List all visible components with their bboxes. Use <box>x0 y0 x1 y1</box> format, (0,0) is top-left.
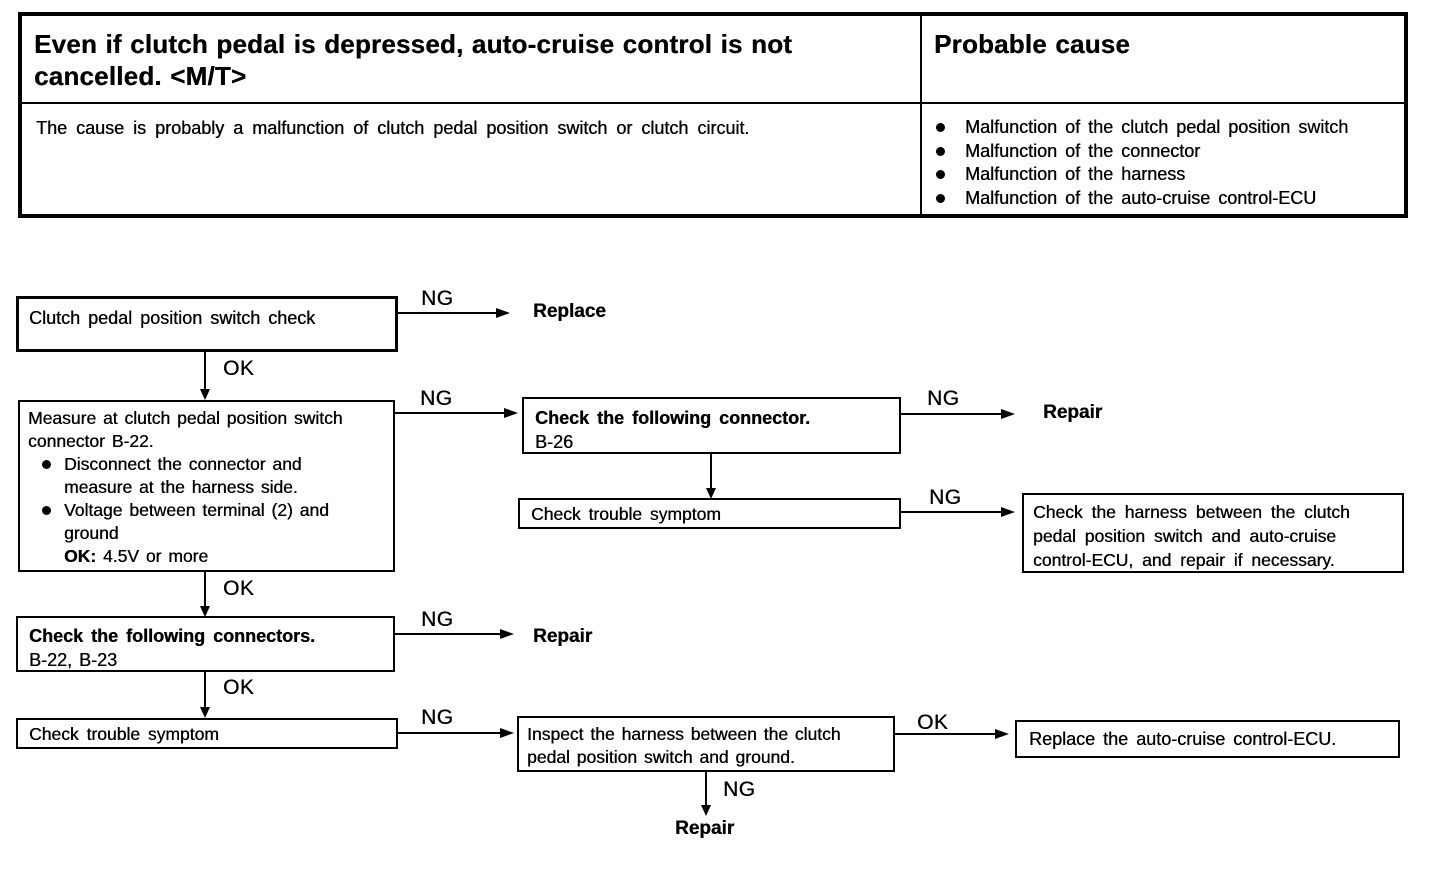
flow-box-inspect-harness-ground: Inspect the harness between the clutch p… <box>517 716 895 772</box>
arrow-step3-ng-line <box>901 413 1001 415</box>
flow-box-text: Inspect the harness between the clutch p… <box>527 724 841 767</box>
flow-bullet-item: Disconnect the connector and measure at … <box>42 453 385 499</box>
ok-label: OK <box>223 676 255 699</box>
arrow-step6-ng-head <box>500 728 514 738</box>
flow-box-measure-connector: Measure at clutch pedal position switch … <box>18 400 395 572</box>
flow-box-check-connector-b26: Check the following connector. B-26 <box>522 397 901 454</box>
flow-box-title: Check the following connectors. <box>29 626 316 646</box>
result-repair: Repair <box>675 818 735 839</box>
arrow-step7-ng-head <box>701 805 711 816</box>
probable-cause-list: Malfunction of the clutch pedal position… <box>920 102 1404 214</box>
cause-item: Malfunction of the connector <box>936 140 1396 164</box>
ng-label: NG <box>723 778 756 801</box>
arrow-step3-down-line <box>710 454 712 488</box>
arrow-step5-ng-line <box>395 633 500 635</box>
flow-box-check-harness-ecu: Check the harness between the clutch ped… <box>1022 493 1404 573</box>
symptom-description: The cause is probably a malfunction of c… <box>22 102 920 214</box>
ng-label: NG <box>421 608 454 631</box>
ok-spec-label: OK: <box>64 546 97 566</box>
flow-box-text: Replace the auto-cruise control-ECU. <box>1029 729 1337 749</box>
arrow-step4-ng-line <box>901 511 1001 513</box>
arrow-step7-ng-line <box>705 772 707 805</box>
flow-bullet-text: Voltage between terminal (2) and ground <box>64 500 329 543</box>
ok-label: OK <box>917 711 949 734</box>
ng-label: NG <box>420 387 453 410</box>
arrow-step3-ng-head <box>1001 409 1015 419</box>
ng-label: NG <box>929 486 962 509</box>
flow-box-replace-ecu: Replace the auto-cruise control-ECU. <box>1015 720 1400 758</box>
result-replace: Replace <box>533 301 606 322</box>
cause-text: Malfunction of the auto-cruise control-E… <box>965 187 1317 208</box>
ng-label: NG <box>927 387 960 410</box>
arrow-step7-ok-line <box>895 733 995 735</box>
flow-bullet-text: Disconnect the connector and measure at … <box>64 454 302 497</box>
result-repair: Repair <box>1043 402 1103 423</box>
bullet-icon <box>936 146 945 156</box>
ok-spec-value: 4.5V or more <box>102 546 209 566</box>
flow-box-text: Clutch pedal position switch check <box>29 308 316 328</box>
flow-box-switch-check: Clutch pedal position switch check <box>16 296 398 352</box>
arrow-step2-ok-line <box>204 572 206 606</box>
ng-label: NG <box>421 287 454 310</box>
cause-item: Malfunction of the auto-cruise control-E… <box>936 187 1396 211</box>
ok-label: OK <box>223 357 255 380</box>
flow-box-title: Check the following connector. <box>535 408 811 428</box>
flow-box-text: Measure at clutch pedal position switch … <box>28 408 343 451</box>
arrow-step5-ok-head <box>200 707 210 718</box>
cause-text: Malfunction of the clutch pedal position… <box>965 117 1349 137</box>
arrow-step2-ok-head <box>200 606 210 617</box>
probable-cause-header: Probable cause <box>920 16 1404 102</box>
arrow-step4-ng-head <box>1001 507 1015 517</box>
arrow-step1-ng-line <box>398 312 496 314</box>
flow-box-check-connectors-b22-b23: Check the following connectors. B-22, B-… <box>16 616 395 672</box>
flow-box-text: Check trouble symptom <box>531 504 721 524</box>
flow-box-detail: B-22, B-23 <box>29 650 118 670</box>
arrow-step5-ng-head <box>500 629 514 639</box>
arrow-step7-ok-head <box>995 729 1009 739</box>
cause-item: Malfunction of the harness <box>936 163 1396 187</box>
flow-ok-spec: OK: 4.5V or more <box>64 545 385 568</box>
arrow-step1-ng-head <box>496 308 510 318</box>
bullet-icon <box>42 506 51 515</box>
flow-box-detail: B-26 <box>535 432 574 452</box>
flow-box-text: Check the harness between the clutch ped… <box>1033 502 1350 570</box>
arrow-step5-ok-line <box>204 672 206 707</box>
cause-item: Malfunction of the clutch pedal position… <box>936 116 1396 140</box>
cause-text: Malfunction of the harness <box>965 164 1186 184</box>
trouble-symptom-table: Even if clutch pedal is depressed, auto-… <box>18 12 1408 218</box>
flow-box-check-trouble-symptom-1: Check trouble symptom <box>518 498 901 529</box>
flow-box-text: Check trouble symptom <box>29 724 219 744</box>
arrow-step6-ng-line <box>398 732 500 734</box>
arrow-step1-ok-head <box>200 389 210 400</box>
arrow-step1-ok-line <box>204 352 206 389</box>
symptom-title: Even if clutch pedal is depressed, auto-… <box>34 29 793 91</box>
bullet-icon <box>42 460 51 469</box>
flow-bullet-item: Voltage between terminal (2) and ground <box>42 499 385 545</box>
ok-label: OK <box>223 577 255 600</box>
bullet-icon <box>936 123 945 132</box>
arrow-step2-ng-head <box>504 408 518 418</box>
result-repair: Repair <box>533 626 593 647</box>
bullet-icon <box>936 193 945 203</box>
arrow-step3-down-head <box>706 488 716 499</box>
arrow-step2-ng-line <box>395 412 504 414</box>
ng-label: NG <box>421 706 454 729</box>
bullet-icon <box>936 170 945 179</box>
flow-box-check-trouble-symptom-2: Check trouble symptom <box>16 718 398 749</box>
cause-text: Malfunction of the connector <box>965 140 1201 161</box>
